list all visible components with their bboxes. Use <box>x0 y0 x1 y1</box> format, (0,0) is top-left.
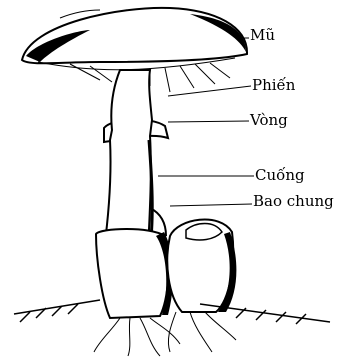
label-cap: Mũ <box>250 28 275 43</box>
mushroom-cap <box>22 8 247 63</box>
label-ring: Vòng <box>250 113 288 128</box>
young-mushroom <box>167 220 236 312</box>
ground-line <box>14 300 330 324</box>
leader-lines <box>158 38 254 206</box>
label-stem: Cuống <box>255 168 305 183</box>
mushroom-stem <box>104 70 152 250</box>
label-volva: Bao chung <box>253 194 334 209</box>
label-gills: Phiến <box>252 78 295 93</box>
